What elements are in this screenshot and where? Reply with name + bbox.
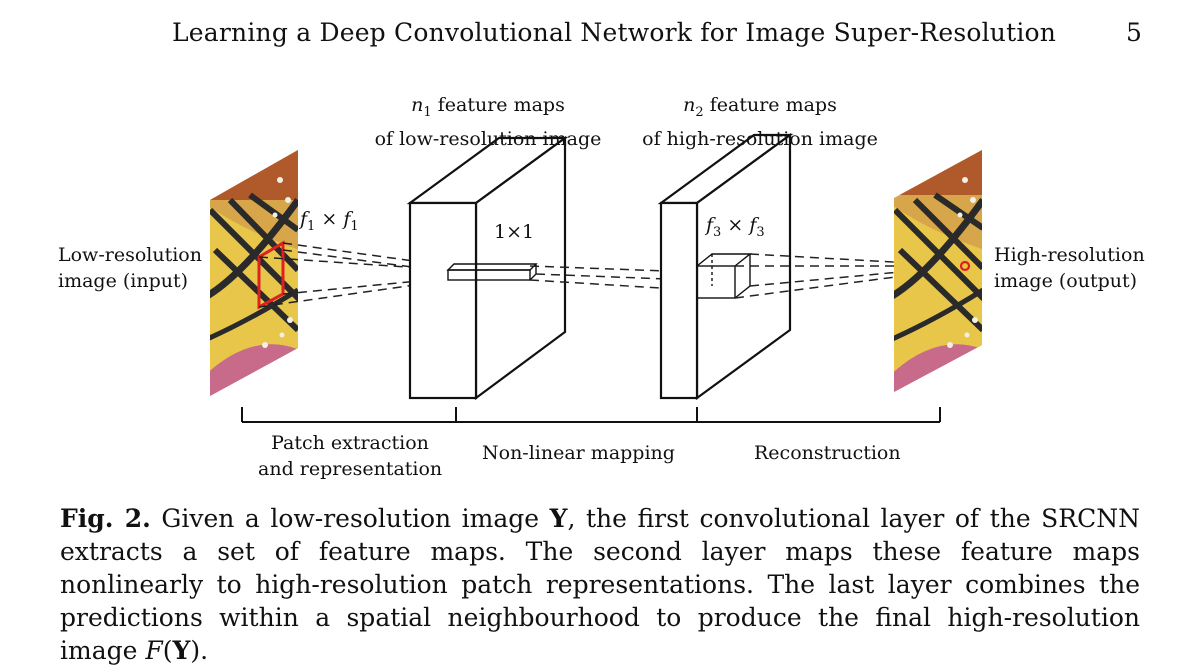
layer2-caption-line2: of high-resolution image — [642, 127, 878, 150]
stage3-label: Reconstruction — [754, 442, 901, 464]
output-label-line1: High-resolution — [994, 244, 1145, 266]
output-label-line2: image (output) — [994, 270, 1138, 292]
layer1-caption: n1 feature maps of low-resolution image — [372, 92, 604, 152]
layer2-caption: n2 feature maps of high-resolution image — [640, 92, 880, 152]
layer1-var: n — [411, 94, 424, 116]
filter1-f-a: f — [300, 208, 308, 230]
running-header-title: Learning a Deep Convolutional Network fo… — [172, 18, 1057, 47]
output-label: High-resolution image (output) — [994, 242, 1145, 294]
srcnn-figure — [210, 132, 982, 423]
filter3-f-a: f — [706, 214, 714, 236]
input-label-line2: image (input) — [58, 270, 189, 292]
filter1-f-b: f — [343, 208, 351, 230]
figure-caption: Fig. 2. Given a low-resolution image Y, … — [60, 502, 1140, 667]
filter3-sub-a: 3 — [713, 224, 722, 240]
caption-paren-open: ( — [162, 636, 173, 665]
caption-symbol-y2: Y — [172, 636, 191, 665]
filter3-times: × — [721, 214, 750, 236]
caption-text-2: , the first convolutional layer of the S… — [60, 504, 1140, 665]
output-pixel-marker — [959, 260, 971, 272]
caption-paren-close: ). — [190, 636, 209, 665]
filter3-f-b: f — [749, 214, 757, 236]
input-image — [210, 150, 298, 396]
filter3-label: f3 × f3 — [706, 212, 765, 246]
input-label-line1: Low-resolution — [58, 244, 202, 266]
page-number: 5 — [1126, 18, 1142, 47]
caption-label: Fig. 2. — [60, 504, 151, 533]
stage2-label: Non-linear mapping — [482, 442, 675, 464]
filter1-sub-a: 1 — [307, 218, 316, 234]
stage1-line2: and representation — [258, 458, 443, 480]
filter1-sub-b: 1 — [350, 218, 359, 234]
input-label: Low-resolution image (input) — [58, 242, 202, 294]
filter2-label: 1×1 — [494, 221, 535, 243]
layer1-caption-line2: of low-resolution image — [374, 127, 602, 150]
layer2-caption-rest: feature maps — [703, 94, 837, 116]
layer2-var: n — [683, 94, 696, 116]
filter1-times: × — [315, 208, 344, 230]
layer1-sub: 1 — [423, 104, 432, 120]
layer1-block — [406, 135, 569, 401]
caption-text-1: Given a low-resolution image — [150, 504, 550, 533]
layer2-sub: 2 — [695, 104, 704, 120]
caption-func-f: F — [145, 636, 163, 665]
filter3-sub-b: 3 — [756, 224, 765, 240]
stage-brackets — [241, 407, 941, 423]
stage1-label: Patch extraction and representation — [258, 430, 442, 482]
stage1-line1: Patch extraction — [271, 432, 429, 454]
layer1-caption-rest: feature maps — [431, 94, 565, 116]
caption-symbol-y: Y — [549, 504, 568, 533]
projection-lines-3 — [734, 253, 965, 299]
output-image — [894, 150, 982, 392]
filter1-label: f1 × f1 — [300, 206, 359, 240]
